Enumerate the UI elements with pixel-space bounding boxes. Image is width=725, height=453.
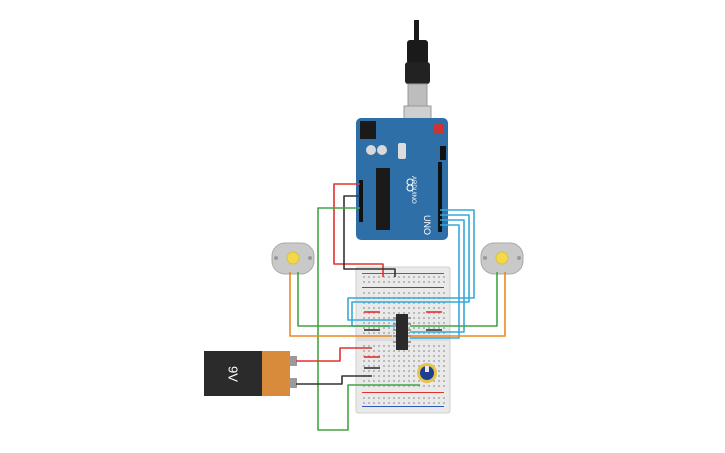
arduino-infinity-logo: [406, 178, 414, 192]
power-jack: [360, 121, 376, 139]
motor-driver-chip[interactable]: [393, 314, 411, 350]
atmega-chip: [376, 168, 390, 230]
wire-black-gnd: [343, 195, 396, 277]
board-brand-label: ARDUINO: [410, 176, 416, 204]
dc-motor-right[interactable]: [480, 242, 524, 275]
wire-orange-left-motor: [289, 272, 392, 337]
board-model-label: UNO: [422, 215, 432, 235]
wire-cyan-3: [410, 219, 465, 333]
wires: [289, 183, 506, 431]
wire-black-battery: [296, 375, 372, 385]
wire-red-battery: [296, 347, 372, 362]
dc-motor-left[interactable]: [271, 242, 315, 275]
wire-cyan-1: [347, 209, 475, 321]
wire-orange-right-motor: [410, 272, 506, 337]
motor-shaft: [495, 251, 509, 265]
arduino-uno-board[interactable]: UNO ARDUINO: [356, 118, 448, 240]
wire-green-left-motor: [297, 272, 390, 327]
reset-button: [434, 124, 444, 134]
motor-shaft: [286, 251, 300, 265]
wire-green-signal: [317, 207, 420, 431]
capacitor-1: [366, 145, 376, 155]
battery-label: 9V: [226, 366, 241, 382]
wire-green-right-motor: [410, 272, 498, 327]
crystal: [398, 143, 406, 159]
wire-cyan-4: [410, 224, 460, 339]
battery-9v[interactable]: 9V: [204, 351, 297, 396]
potentiometer[interactable]: [417, 363, 437, 383]
capacitor-2: [377, 145, 387, 155]
